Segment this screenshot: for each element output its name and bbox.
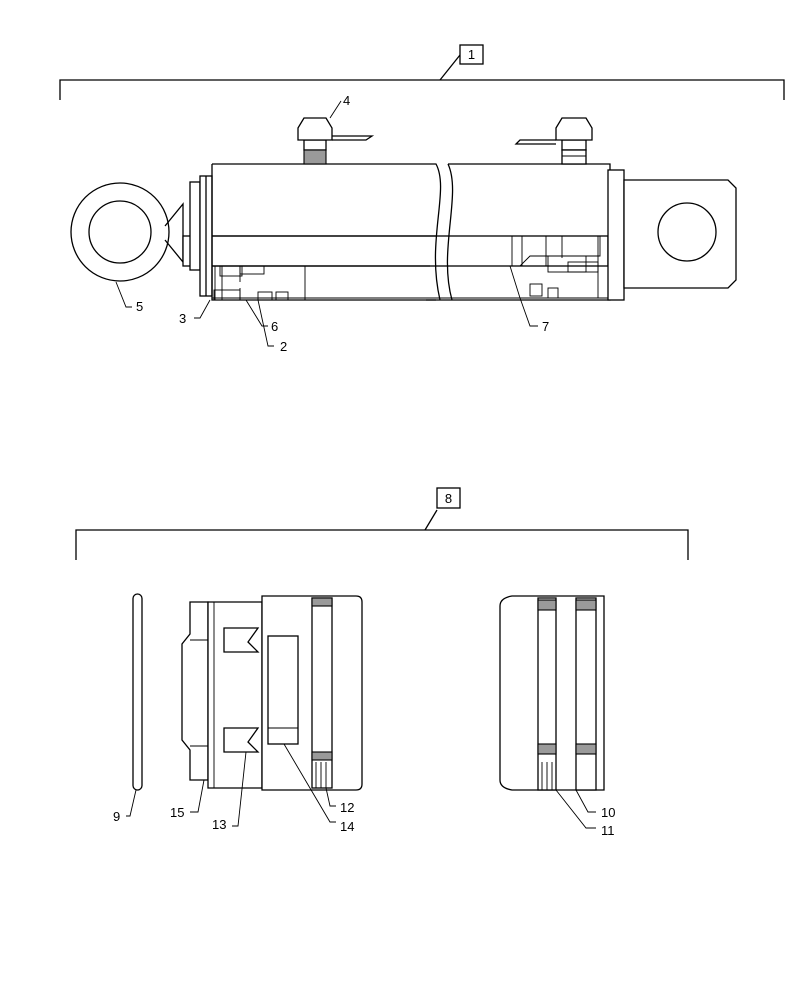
assembly-8-callout-box xyxy=(436,487,461,509)
part-5-label: 5 xyxy=(136,299,143,314)
part-9-label: 9 xyxy=(113,809,120,824)
assembly-1-group: 1 xyxy=(59,44,785,100)
part-12-label: 12 xyxy=(340,800,354,815)
cylinder-assembly xyxy=(70,117,737,301)
piston-exploded xyxy=(181,595,363,791)
part-6-label: 6 xyxy=(271,319,278,334)
part-11-label: 11 xyxy=(601,823,615,838)
o-ring-part-9 xyxy=(132,593,143,791)
part-3-label: 3 xyxy=(179,311,186,326)
part-13-label: 13 xyxy=(212,817,226,832)
assembly-1-callout-box xyxy=(459,44,484,65)
seal-ring-exploded xyxy=(499,595,605,791)
part-15-label: 15 xyxy=(170,805,184,820)
part-4-label: 4 xyxy=(343,93,350,108)
assembly-1-label: 1 xyxy=(468,47,475,62)
part-14-label: 14 xyxy=(340,819,354,834)
assembly-8-label: 8 xyxy=(445,491,452,506)
callouts-assembly-8: 9 15 13 14 12 10 11 xyxy=(113,743,615,838)
part-10-label: 10 xyxy=(601,805,615,820)
callouts-assembly-1: 4 5 3 6 2 7 xyxy=(115,93,549,354)
part-2-label: 2 xyxy=(280,339,287,354)
assembly-8-group: 8 xyxy=(75,487,689,560)
part-7-label: 7 xyxy=(542,319,549,334)
